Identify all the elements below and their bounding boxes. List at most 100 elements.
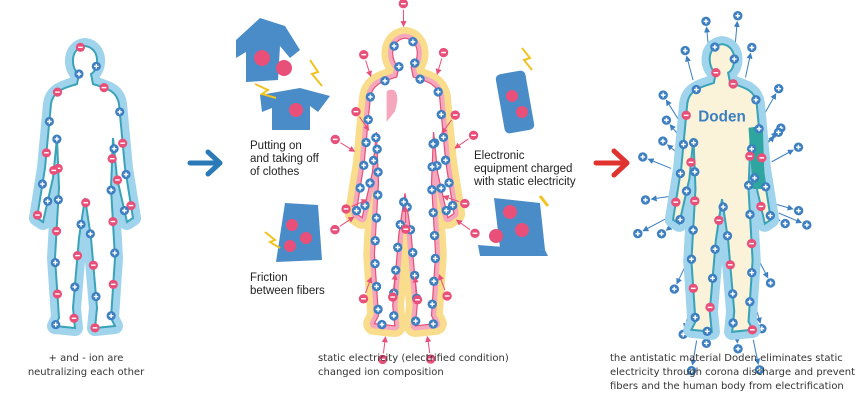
plus-ion-icon xyxy=(52,134,62,144)
plus-ion-icon xyxy=(780,218,790,229)
caption-line: static electricity (electrified conditio… xyxy=(318,353,509,364)
plus-ion-icon xyxy=(430,253,441,264)
minus-ion-icon xyxy=(341,204,351,214)
ion-motion-arrow xyxy=(771,149,794,163)
plus-ion-icon xyxy=(745,209,755,220)
plus-ion-icon xyxy=(428,207,438,218)
label-line: Putting on xyxy=(250,140,302,152)
plus-ion-icon xyxy=(76,219,86,229)
plus-ion-icon xyxy=(690,312,700,323)
minus-ion-icon xyxy=(41,148,52,158)
plus-ion-icon xyxy=(433,87,443,97)
plus-ion-icon xyxy=(747,268,757,278)
minus-ion-icon xyxy=(756,201,766,212)
plus-ion-icon xyxy=(686,254,697,264)
plus-ion-icon xyxy=(436,109,446,120)
plus-ion-icon xyxy=(675,214,685,225)
minus-ion-icon xyxy=(99,83,109,93)
minus-ion-icon xyxy=(52,289,62,299)
plus-ion-icon xyxy=(91,61,101,71)
minus-ion-icon xyxy=(32,210,43,220)
plus-ion-icon xyxy=(733,344,743,354)
plus-ion-icon xyxy=(733,11,743,21)
plus-ion-icon xyxy=(355,183,365,193)
clothes-illustration xyxy=(236,18,330,130)
clothes-label: Putting on and taking off of clothes xyxy=(250,140,319,179)
plus-ion-icon xyxy=(746,144,757,154)
plus-ion-icon xyxy=(429,276,439,286)
minus-ion-icon xyxy=(426,354,436,364)
minus-ion-icon xyxy=(359,49,369,60)
doden-fabric-panel xyxy=(748,125,765,189)
minus-ion-icon xyxy=(401,224,411,234)
plus-ion-icon xyxy=(361,137,371,148)
label-line: with static electricity xyxy=(474,176,576,188)
plus-ion-icon xyxy=(688,138,699,148)
laptop-illustration xyxy=(478,195,550,256)
plus-ion-icon xyxy=(436,183,446,193)
minus-ion-icon xyxy=(107,154,117,164)
plus-ion-icon xyxy=(633,228,643,239)
minus-ion-icon xyxy=(75,42,85,52)
label-line: equipment charged xyxy=(474,163,573,175)
plus-ion-icon xyxy=(109,144,119,154)
plus-ion-icon xyxy=(415,74,425,84)
plus-ion-icon xyxy=(754,365,765,375)
plus-ion-icon xyxy=(728,289,738,299)
minus-ion-icon xyxy=(49,165,59,176)
label-line: between fibers xyxy=(250,285,325,297)
plus-ion-icon xyxy=(765,278,776,288)
doden-brand-label: Doden xyxy=(698,109,746,126)
minus-ion-icon xyxy=(745,151,755,161)
minus-ion-icon xyxy=(330,224,340,235)
ion-motion-arrow xyxy=(438,274,446,291)
minus-ion-icon xyxy=(468,130,479,140)
skirt-illustration xyxy=(264,203,322,262)
ion-motion-arrow xyxy=(425,335,432,354)
plus-ion-icon xyxy=(43,196,53,206)
plus-ion-icon xyxy=(638,152,648,162)
plus-ion-icon xyxy=(427,299,437,309)
minus-ion-icon xyxy=(90,323,100,333)
plus-ion-icon xyxy=(793,142,804,152)
plus-ion-icon xyxy=(802,220,812,230)
ion-motion-arrow xyxy=(365,276,373,294)
minus-ion-icon xyxy=(438,47,449,58)
plus-ion-icon xyxy=(678,139,689,150)
plus-ion-icon xyxy=(661,115,672,125)
ion-motion-arrow xyxy=(442,195,460,203)
plus-ion-icon xyxy=(718,202,728,212)
ion-motion-arrow xyxy=(642,218,666,232)
plus-ion-icon xyxy=(793,205,804,216)
plus-ion-icon xyxy=(359,160,369,171)
minus-ion-icon xyxy=(126,200,136,211)
minus-ion-icon xyxy=(398,0,409,9)
plus-ion-icon xyxy=(410,58,420,68)
plus-ion-icon xyxy=(389,311,399,321)
plus-ion-icon xyxy=(371,281,382,292)
plus-ion-icon xyxy=(368,155,379,166)
plus-ion-icon xyxy=(91,291,101,302)
minus-ion-icon xyxy=(377,354,388,365)
plus-ion-icon xyxy=(380,76,390,86)
minus-ion-icon xyxy=(118,138,128,148)
plus-ion-icon xyxy=(428,319,438,329)
minus-ion-icon xyxy=(388,292,398,302)
ion-motion-arrow xyxy=(454,138,469,149)
plus-ion-icon xyxy=(428,139,438,149)
friction-label: Friction between fibers xyxy=(250,272,325,298)
plus-ion-icon xyxy=(106,311,116,321)
plus-ion-icon xyxy=(765,210,776,221)
plus-ion-icon xyxy=(373,167,383,177)
label-line: Friction xyxy=(250,272,288,284)
plus-ion-icon xyxy=(749,173,760,183)
ion-motion-arrow xyxy=(365,60,372,78)
plus-ion-icon xyxy=(363,115,373,125)
minus-ion-icon xyxy=(747,325,758,335)
plus-ion-icon xyxy=(444,178,454,188)
minus-ion-icon xyxy=(690,196,700,206)
plus-ion-icon xyxy=(441,205,451,216)
plus-ion-icon xyxy=(658,90,668,100)
minus-ion-icon xyxy=(442,291,452,301)
